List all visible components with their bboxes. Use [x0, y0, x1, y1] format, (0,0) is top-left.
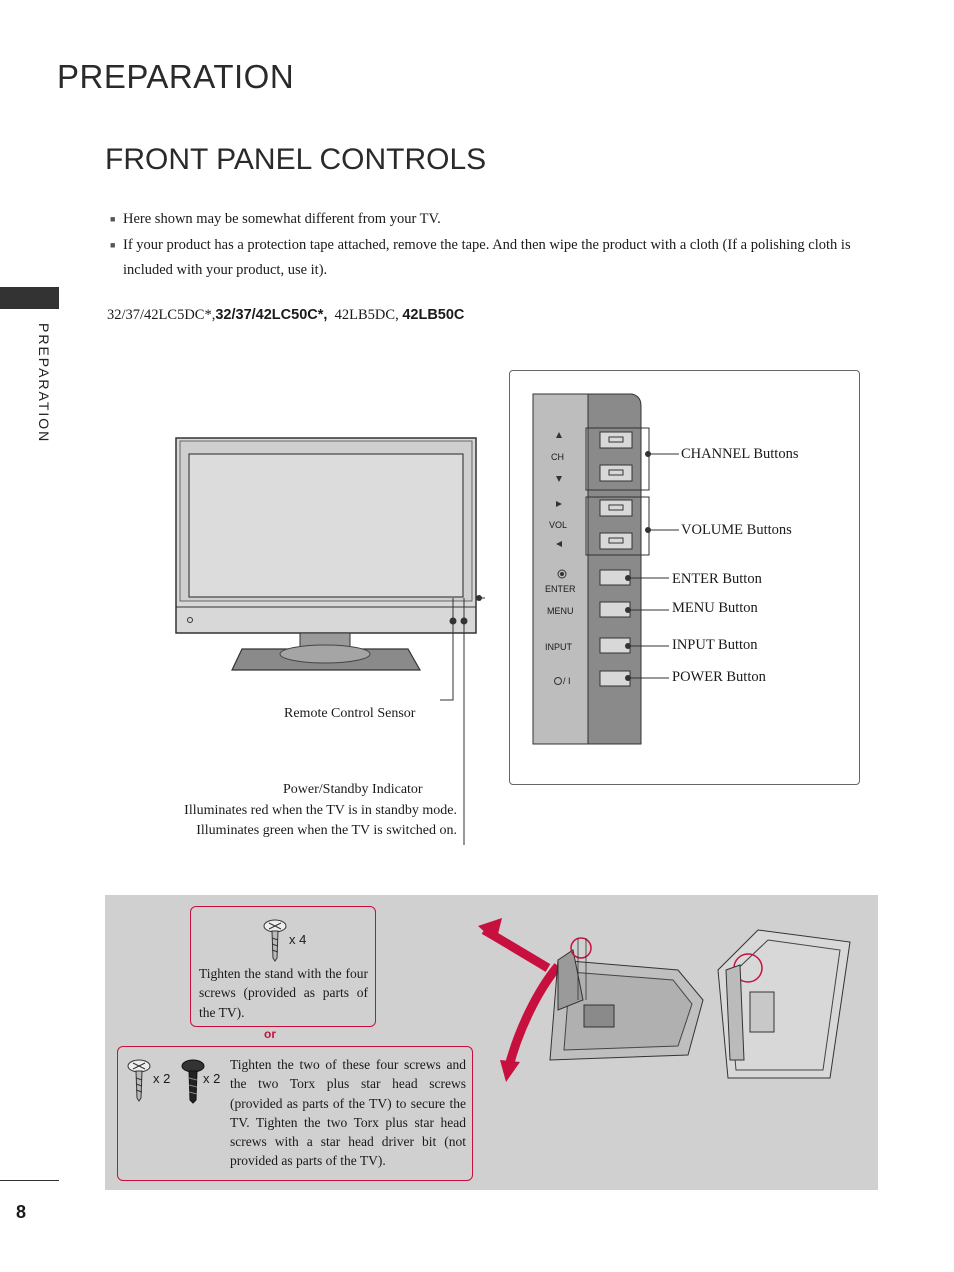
screw-count-4: x 4	[289, 932, 307, 947]
page-number: 8	[16, 1202, 27, 1222]
bullet-icon: ■	[110, 239, 116, 250]
menu-button-label: MENU Button	[672, 600, 758, 616]
model-list: 32/37/42LC5DC*,32/37/42LC50C*, 42LB5DC, …	[107, 307, 464, 324]
remote-sensor-label: Remote Control Sensor	[284, 706, 416, 721]
screw-count-b: x 2	[203, 1071, 221, 1086]
power-button-label: POWER Button	[672, 669, 766, 685]
four-screw-text: Tighten the stand with the four screws (…	[199, 966, 368, 1020]
panel-ch-text: CH	[551, 452, 564, 462]
torx-screw-callout	[117, 1046, 473, 1181]
panel-vol-text: VOL	[549, 520, 568, 530]
model-1: 32/37/42LC5DC*,	[107, 307, 216, 323]
screw-icon	[263, 919, 287, 962]
power-indicator-desc-1: Illuminates red when the TV is in standb…	[184, 803, 457, 818]
panel-enter-text: ENTER	[545, 584, 576, 594]
input-button-label: INPUT Button	[672, 637, 758, 653]
note-text: If your product has a protection tape at…	[123, 236, 851, 279]
note-text: Here shown may be somewhat different fro…	[123, 211, 441, 227]
note-item: ■ If your product has a protection tape …	[110, 233, 870, 284]
footer-rule	[0, 1180, 59, 1181]
screw-count-a: x 2	[153, 1071, 171, 1086]
side-panel-illustration	[532, 393, 650, 745]
panel-power-text: / I	[563, 676, 571, 686]
side-section-label: PREPARATION	[36, 323, 52, 444]
side-panel-frame	[509, 370, 860, 785]
model-4: 42LB50C	[402, 307, 465, 323]
model-3: 42LB5DC,	[334, 307, 399, 323]
torx-screw-text: Tighten the two of these four screws and…	[230, 1057, 466, 1169]
enter-button-label: ENTER Button	[672, 571, 762, 587]
panel-callout-lines	[625, 451, 679, 681]
tv-illustration	[175, 437, 482, 702]
channel-buttons-label: CHANNEL Buttons	[681, 446, 799, 462]
panel-input-text: INPUT	[545, 642, 572, 652]
panel-menu-text: MENU	[547, 606, 574, 616]
model-2: 32/37/42LC50C*,	[215, 307, 328, 323]
side-tab-marker	[0, 287, 59, 309]
notes-list: ■ Here shown may be somewhat different f…	[110, 207, 870, 284]
section-title: FRONT PANEL CONTROLS	[105, 143, 487, 176]
note-item: ■ Here shown may be somewhat different f…	[110, 207, 870, 233]
stand-attachment-illustration	[478, 918, 851, 1082]
torx-screw-icon	[181, 1059, 205, 1104]
power-indicator-title: Power/Standby Indicator	[283, 782, 423, 797]
volume-buttons-label: VOLUME Buttons	[681, 522, 792, 538]
bullet-icon: ■	[110, 214, 116, 224]
sensor-connector	[476, 597, 485, 599]
page-header-title: PREPARATION	[57, 58, 295, 95]
or-label: or	[264, 1027, 276, 1041]
screw-icon	[127, 1059, 151, 1102]
power-indicator-desc-2: Illuminates green when the TV is switche…	[196, 823, 457, 838]
